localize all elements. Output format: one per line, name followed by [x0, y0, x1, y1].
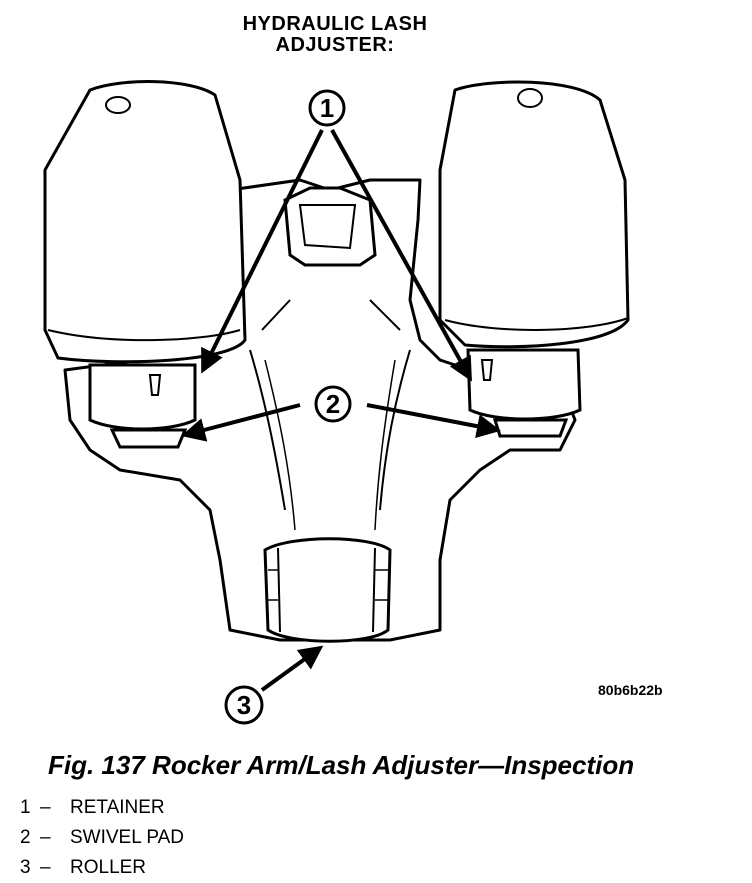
callout-2-arrow-left	[181, 403, 301, 442]
left-lash-adjuster-body	[88, 363, 197, 431]
right-swivel-pad	[492, 418, 569, 438]
callout-3-number: 3	[237, 690, 251, 720]
legend-label: ROLLER	[70, 857, 147, 878]
callout-2-number: 2	[326, 389, 340, 419]
diagram-heading: HYDRAULIC LASH ADJUSTER:	[200, 14, 470, 56]
heading-line-2: ADJUSTER:	[275, 34, 395, 56]
roller	[263, 537, 392, 643]
legend-list: 1–RETAINER 2–SWIVEL PAD 3–ROLLER	[20, 793, 184, 883]
legend-number: 2	[20, 827, 31, 848]
left-lash-adjuster-cap	[43, 80, 247, 364]
callout-1-number: 1	[320, 93, 334, 123]
legend-label: RETAINER	[70, 797, 165, 818]
legend-item: 3–ROLLER	[20, 853, 184, 883]
legend-separator: –	[40, 857, 51, 878]
legend-separator: –	[40, 827, 51, 848]
callout-1-circle	[308, 89, 346, 127]
left-swivel-pad	[109, 428, 188, 449]
image-code: 80b6b22b	[598, 682, 663, 698]
figure-caption: Fig. 137 Rocker Arm/Lash Adjuster—Inspec…	[48, 750, 635, 780]
callout-1-arrow-left	[201, 129, 324, 374]
legend-item: 2–SWIVEL PAD	[20, 823, 184, 853]
heading-line-1: HYDRAULIC LASH	[242, 13, 428, 35]
callout-3-arrow	[260, 645, 324, 692]
legend-number: 3	[20, 857, 31, 878]
right-lash-adjuster-cap	[438, 80, 630, 349]
callout-1-arrow-right	[330, 129, 472, 382]
legend-label: SWIVEL PAD	[70, 827, 185, 848]
callout-3-circle	[224, 685, 264, 725]
callout-2-circle	[314, 385, 352, 423]
legend-item: 1–RETAINER	[20, 793, 184, 823]
legend-number: 1	[20, 797, 31, 818]
legend-separator: –	[40, 797, 51, 818]
callout-2-arrow-right	[366, 403, 501, 439]
